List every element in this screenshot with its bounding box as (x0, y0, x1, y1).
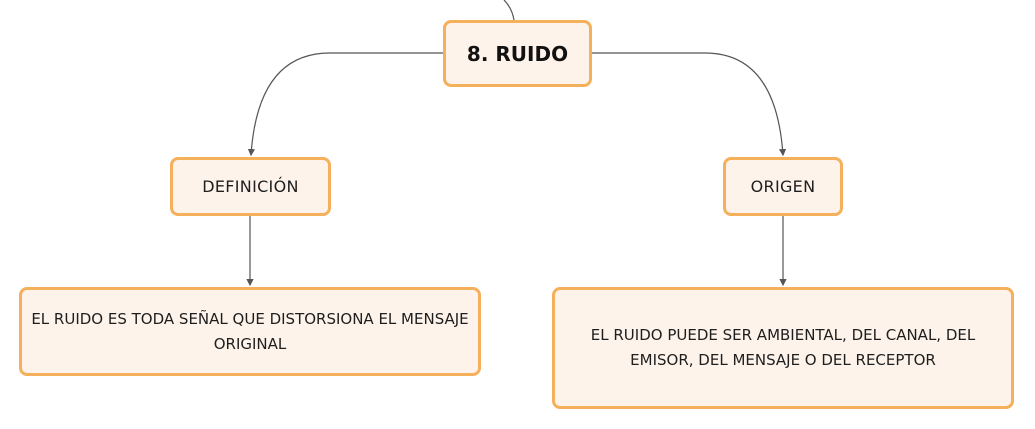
topic-node-definicion[interactable]: DEFINICIÓN (170, 157, 331, 216)
topic-node-origen-label: ORIGEN (750, 177, 816, 196)
topic-node-definicion-label: DEFINICIÓN (202, 177, 299, 196)
detail-node-origen[interactable]: EL RUIDO PUEDE SER AMBIENTAL, DEL CANAL,… (552, 287, 1014, 409)
topic-node-origen[interactable]: ORIGEN (723, 157, 843, 216)
connector-root-to-origen (592, 52, 787, 157)
connector-root-to-definicion (247, 52, 443, 157)
incoming-connector (503, 0, 515, 21)
root-node-label: 8. RUIDO (466, 41, 569, 66)
root-node[interactable]: 8. RUIDO (443, 20, 592, 87)
detail-node-definicion[interactable]: EL RUIDO ES TODA SEÑAL QUE DISTORSIONA E… (19, 287, 481, 376)
detail-node-definicion-text: EL RUIDO ES TODA SEÑAL QUE DISTORSIONA E… (31, 309, 469, 353)
detail-node-origen-text: EL RUIDO PUEDE SER AMBIENTAL, DEL CANAL,… (590, 326, 976, 369)
